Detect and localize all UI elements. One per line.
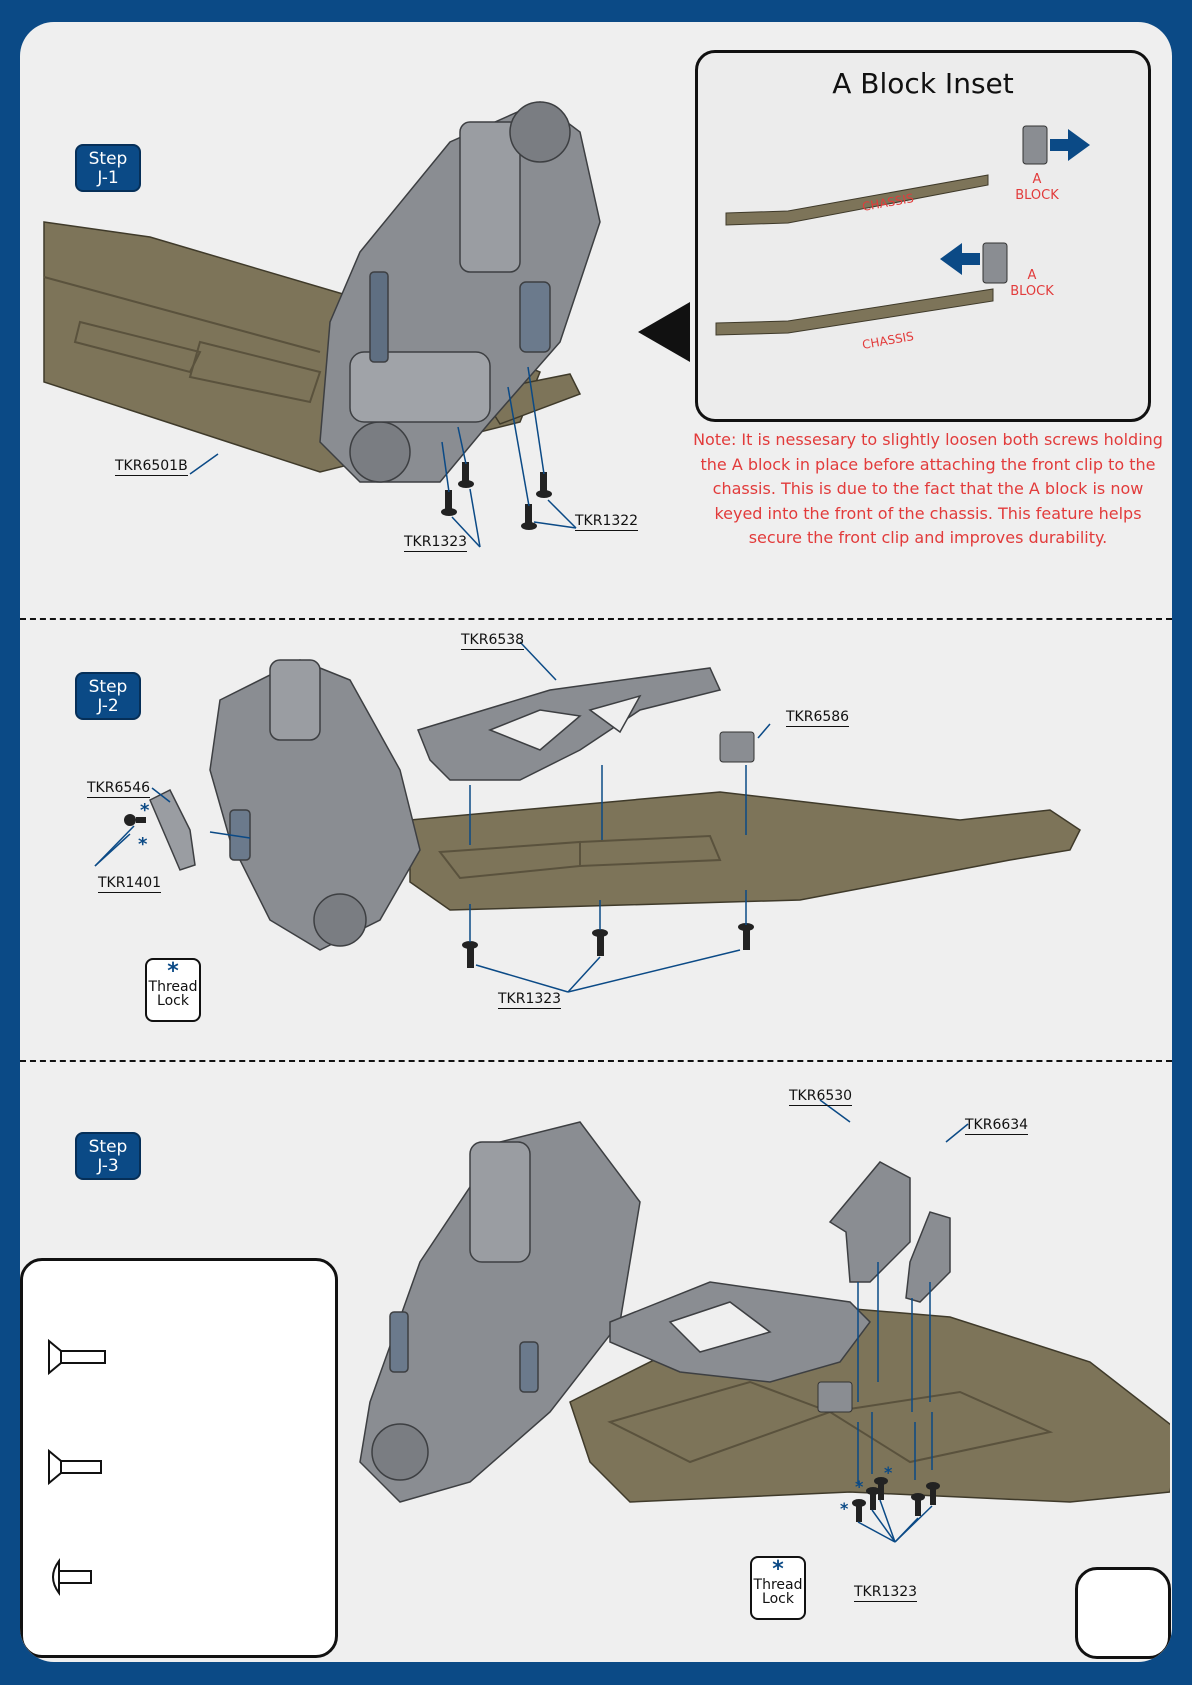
thread-lock-line1-j3: Thread	[753, 1577, 803, 1593]
top-brace-j2	[416, 667, 722, 781]
front-clip-j1	[319, 101, 601, 483]
inset-chassis-label-top: CHASSIS	[861, 191, 915, 214]
inset-a-block-top	[1022, 125, 1048, 165]
part-label-tkr6530: TKR6530	[789, 1088, 853, 1106]
inset-chassis-bottom	[715, 288, 994, 336]
thread-lock-mark-j2b: *	[138, 834, 148, 855]
step-badge-j1: Step J-1	[75, 144, 141, 192]
chassis-plate-j2	[409, 791, 1081, 911]
part-label-tkr1401: TKR1401	[98, 875, 162, 893]
chassis-rib-j1	[73, 320, 202, 374]
inset-chassis-label-bottom: CHASSIS	[861, 329, 915, 352]
thread-lock-symbol-j3: *	[772, 1557, 784, 1582]
inset-a-block-bottom	[982, 242, 1008, 284]
part-label-tkr1323-j3: TKR1323	[854, 1584, 918, 1602]
thread-lock-legend-j3: * Thread Lock	[750, 1556, 806, 1620]
step-badge-j1-line2: J-1	[97, 168, 119, 188]
a-block-j3	[817, 1381, 853, 1413]
button-head-screw-icon	[52, 1557, 92, 1597]
thread-lock-line1-j2: Thread	[148, 979, 198, 995]
step-j1-illustration	[43, 101, 601, 548]
thread-lock-mark-j3a: *	[840, 1499, 849, 1518]
inset-illustration: CHASSIS CHASSIS A BLOCK A BLOCK	[715, 125, 1090, 352]
part-label-tkr6586: TKR6586	[786, 709, 850, 727]
inset-a-label-bottom: A	[1028, 268, 1037, 283]
hardware-legend	[20, 1258, 338, 1658]
thread-lock-line2-j3: Lock	[762, 1591, 794, 1607]
flat-head-screw-icon	[48, 1338, 106, 1376]
part-label-tkr1322: TKR1322	[575, 513, 639, 531]
step-badge-j3-line2: J-3	[97, 1156, 119, 1176]
thread-lock-mark-j3b: *	[855, 1477, 864, 1496]
part-label-tkr6546: TKR6546	[87, 780, 151, 798]
part-label-tkr1323-j1: TKR1323	[404, 534, 468, 552]
step-badge-j2-line1: Step	[88, 677, 128, 697]
inset-arrow-left	[940, 243, 980, 275]
inset-chassis-top	[725, 174, 989, 226]
a-block-inset: A Block Inset CHASSIS CHASSIS A BLOCK A …	[695, 50, 1151, 422]
a-block-j2	[719, 731, 755, 763]
steering-mount-j3	[828, 1161, 951, 1303]
step-badge-j2: Step J-2	[75, 672, 141, 720]
thread-lock-legend-j2: * Thread Lock	[145, 958, 201, 1022]
front-clip-j3	[359, 1121, 641, 1503]
step-j3-illustration: * * *	[359, 1099, 1170, 1543]
inset-pointer	[638, 302, 690, 362]
thread-lock-mark-j3c: *	[884, 1463, 893, 1482]
step-badge-j1-line1: Step	[88, 149, 128, 169]
thread-lock-mark-j2a: *	[140, 800, 150, 821]
chassis-rib-j1b	[188, 340, 322, 404]
instruction-page: Step J-1	[20, 22, 1172, 1662]
part-label-tkr6538: TKR6538	[461, 632, 525, 650]
flat-head-screw-long-icon	[48, 1448, 102, 1486]
a-block-note: Note: It is nessesary to slightly loosen…	[693, 430, 1163, 547]
screws-j2	[124, 814, 754, 968]
step-badge-j3-line1: Step	[88, 1137, 128, 1157]
inset-block-label-top: BLOCK	[1015, 188, 1059, 203]
part-label-tkr6501b: TKR6501B	[115, 458, 188, 476]
step-badge-j2-line2: J-2	[97, 696, 119, 716]
part-label-tkr1323-j2: TKR1323	[498, 991, 562, 1009]
inset-a-label-top: A	[1033, 172, 1042, 187]
screws-j3	[852, 1477, 940, 1522]
step-j2-illustration: * *	[94, 641, 1081, 993]
inset-block-label-bottom: BLOCK	[1010, 284, 1054, 299]
page-number-box	[1075, 1567, 1171, 1659]
inset-title: A Block Inset	[832, 67, 1014, 100]
front-clip-j2	[149, 659, 421, 951]
inset-arrow-right	[1050, 129, 1090, 161]
step-divider-1	[20, 618, 1172, 620]
thread-lock-symbol-j2: *	[167, 959, 179, 984]
thread-lock-line2-j2: Lock	[157, 993, 189, 1009]
step-badge-j3: Step J-3	[75, 1132, 141, 1180]
part-label-tkr6634: TKR6634	[965, 1117, 1029, 1135]
screws-j1	[441, 462, 552, 530]
top-brace-j3	[609, 1281, 871, 1383]
step-divider-2	[20, 1060, 1172, 1062]
